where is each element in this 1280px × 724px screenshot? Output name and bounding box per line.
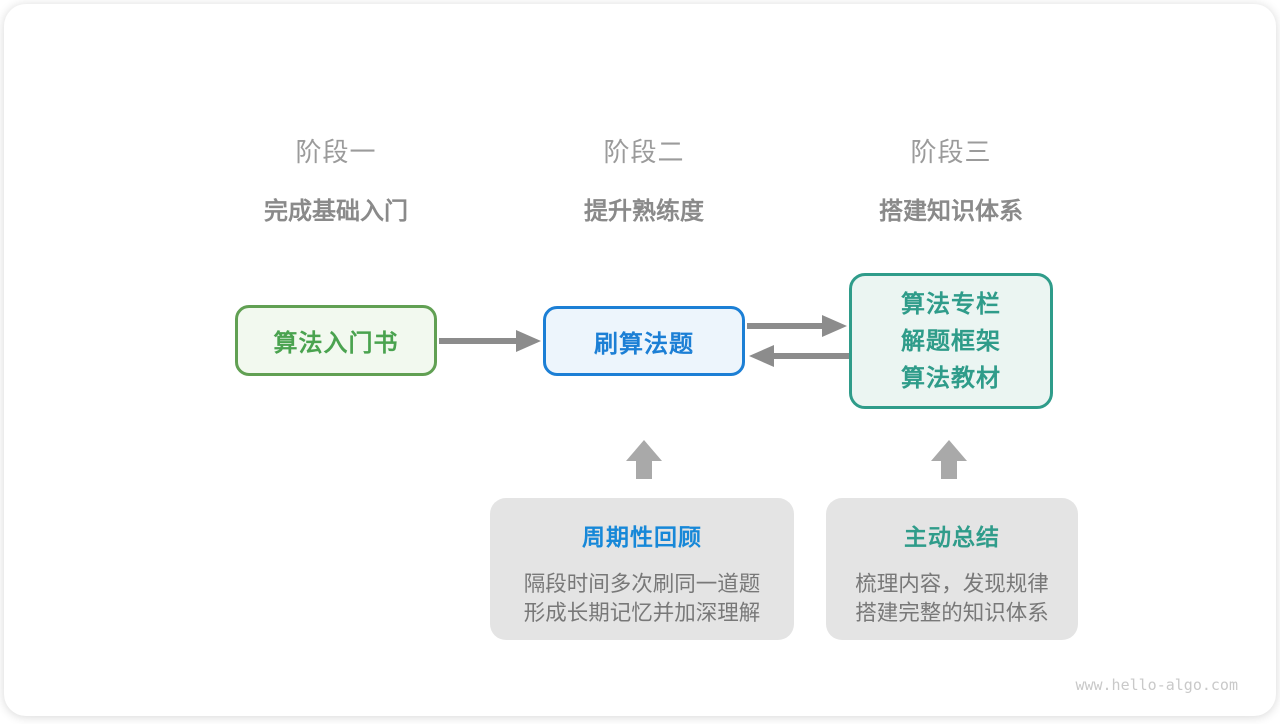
note-periodic-review-body: 隔段时间多次刷同一道题 形成长期记忆并加深理解 [490,570,794,628]
stage-3-header: 阶段三 搭建知识体系 [791,132,1111,226]
note-periodic-review: 周期性回顾 隔段时间多次刷同一道题 形成长期记忆并加深理解 [490,498,794,640]
stage-1-header: 阶段一 完成基础入门 [176,132,496,226]
stage-3-label: 阶段三 [910,137,992,167]
note-periodic-review-title: 周期性回顾 [582,524,702,550]
stage-1-label: 阶段一 [295,137,377,167]
node-resources-line-1: 算法专栏 [901,290,1001,318]
node-resources: 算法专栏 解题框架 算法教材 [849,273,1053,409]
note-line: 隔段时间多次刷同一道题 [523,572,761,596]
stage-2-label: 阶段二 [603,137,685,167]
arrow-right-icon [439,330,541,352]
watermark-url: www.hello-algo.com [1075,676,1238,694]
stage-3-subtitle: 搭建知识体系 [879,198,1023,225]
stage-2-header: 阶段二 提升熟练度 [484,132,804,226]
arrow-right-icon [747,315,847,337]
arrow-left-icon [749,345,849,367]
note-line: 梳理内容，发现规律 [855,572,1049,596]
stage-1-subtitle: 完成基础入门 [264,198,408,225]
node-resources-line-2: 解题框架 [901,327,1001,355]
node-intro-book: 算法入门书 [235,305,437,376]
arrow-up-icon [931,440,967,479]
note-active-summary-body: 梳理内容，发现规律 搭建完整的知识体系 [826,570,1078,628]
stage-2-subtitle: 提升熟练度 [584,198,704,225]
node-intro-book-label: 算法入门书 [273,330,399,357]
note-line: 搭建完整的知识体系 [855,601,1049,625]
node-practice-label: 刷算法题 [594,330,694,358]
diagram-canvas: 阶段一 完成基础入门 阶段二 提升熟练度 阶段三 搭建知识体系 算法入门书 刷算… [4,4,1276,716]
note-active-summary-title: 主动总结 [904,524,1000,550]
arrow-up-icon [626,440,662,479]
note-active-summary: 主动总结 梳理内容，发现规律 搭建完整的知识体系 [826,498,1078,640]
node-resources-line-3: 算法教材 [901,364,1001,392]
node-practice: 刷算法题 [543,306,745,376]
note-line: 形成长期记忆并加深理解 [523,601,761,625]
